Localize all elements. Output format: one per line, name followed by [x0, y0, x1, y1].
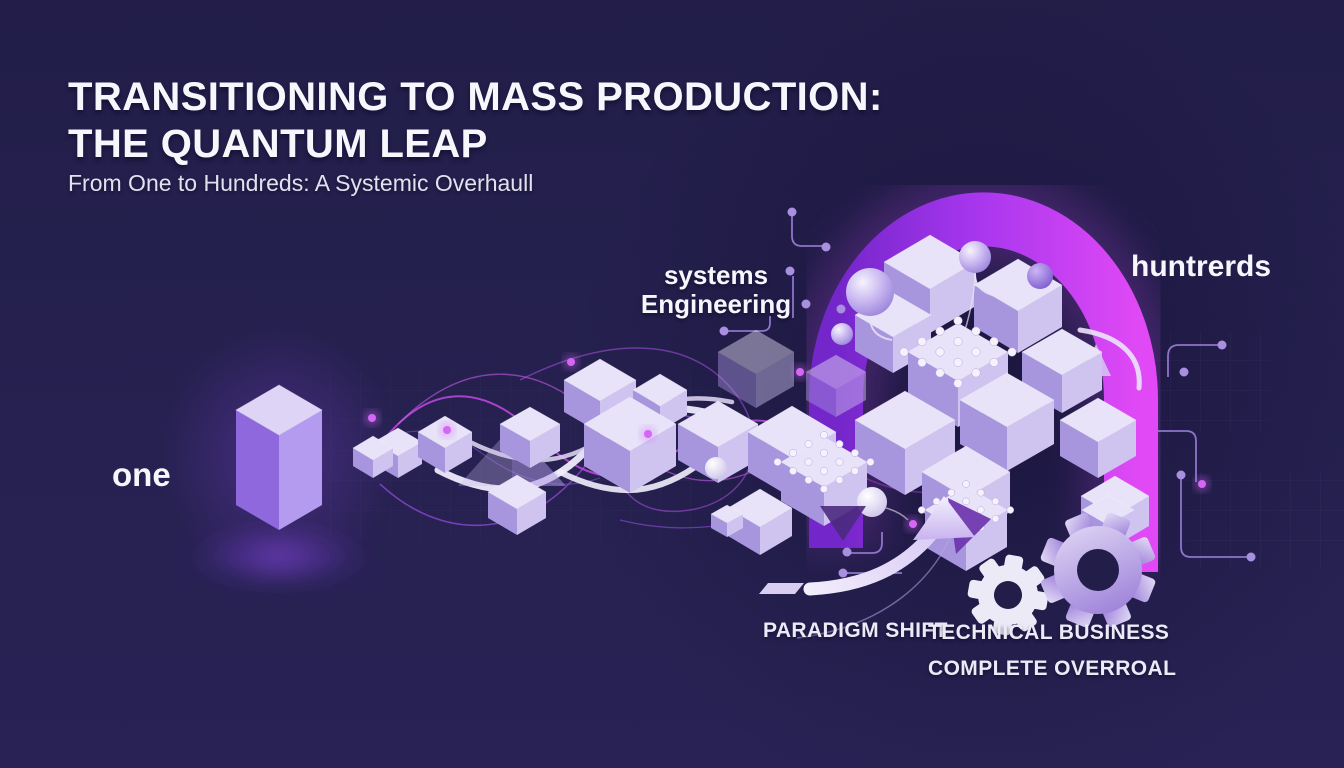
page-subtitle: From One to Hundreds: A Systemic Overhau… [68, 170, 534, 196]
glow-dot [1198, 480, 1206, 488]
single-block-icon [235, 384, 323, 530]
trace-node-dot [1217, 340, 1227, 350]
glow-dot [443, 426, 451, 434]
cube-icon [1021, 328, 1103, 413]
process-label-line2: Engineering [640, 289, 792, 319]
sphere-icon [831, 323, 853, 345]
triangle-accent [820, 498, 991, 554]
sphere-icon [857, 487, 887, 517]
gear-icon [1040, 512, 1156, 628]
up-arrow-icon [759, 496, 975, 639]
sphere-icon [1027, 263, 1053, 289]
sphere-icon [705, 457, 727, 479]
glow-dot [368, 414, 376, 422]
node-dots [364, 207, 1256, 578]
page-title-line2: THE QUANTUM LEAP [68, 122, 488, 166]
trace-node-dot [801, 299, 811, 309]
stage-end-label: huntrerds [1131, 250, 1272, 283]
cube-icon [417, 415, 473, 473]
caption-complete-overhaul: COMPLETE OVERROAL [928, 657, 1177, 680]
glow-dot [909, 520, 917, 528]
trace-node-dot [1176, 470, 1186, 480]
cube-icon [352, 435, 394, 478]
cube-icon [773, 431, 875, 526]
trace-node-dot [821, 242, 831, 252]
cube-icon [854, 390, 956, 495]
process-label: systems Engineering [616, 261, 816, 319]
caption-paradigm-shift: PARADIGM SHIFT [763, 619, 948, 642]
cube-icon [710, 504, 744, 537]
cube-cluster-icon [352, 234, 1150, 571]
connector-lines [869, 273, 1007, 521]
cube-icon [717, 329, 795, 408]
glow-dot [567, 358, 575, 366]
trace-node-dot [1246, 552, 1256, 562]
trace-node-dot [787, 207, 797, 217]
cube-icon [487, 474, 547, 535]
cube-icon [959, 372, 1055, 471]
caption-technical-business: TECHNICAL BUSINESS [928, 621, 1170, 644]
sphere-icon [846, 268, 894, 316]
trace-node-dot [842, 547, 852, 557]
arch-icon [790, 173, 1177, 572]
trace-node-dot [1179, 367, 1189, 377]
sphere-icon [959, 241, 991, 273]
page-title-line1: TRANSITIONING TO MASS PRODUCTION: [68, 75, 883, 119]
cube-icon [805, 354, 867, 417]
page-title: TRANSITIONING TO MASS PRODUCTION: THE QU… [68, 74, 883, 168]
trace-node-dot [836, 304, 846, 314]
process-label-line1: systems [663, 260, 769, 290]
trace-node-dot [838, 568, 848, 578]
stage-start-label: one [112, 456, 171, 493]
cube-icon [499, 406, 561, 468]
sphere-icon [705, 241, 1053, 517]
gear-icon [967, 554, 1049, 636]
glow-dot [796, 368, 804, 376]
trace-node-dot [719, 326, 729, 336]
trace-node-dot [785, 266, 795, 276]
cube-icon [1059, 397, 1137, 478]
glow-dot [644, 430, 652, 438]
